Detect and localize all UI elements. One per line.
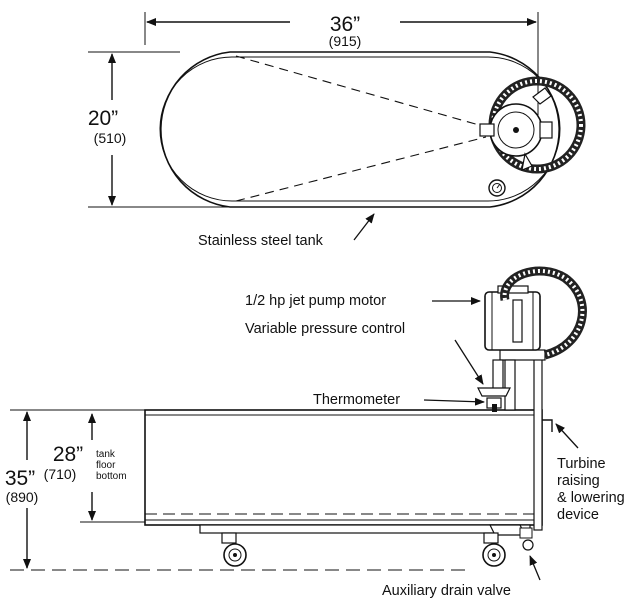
drain-valve-icon: [522, 539, 534, 551]
height-dim-text: 20”: [88, 107, 118, 130]
width-dim-text: 36”: [330, 13, 360, 36]
floor-height-dim-text: 28”: [53, 443, 83, 466]
thermometer-label: Thermometer: [313, 392, 400, 408]
floor-note-line-3: bottom: [96, 471, 127, 482]
side-view: 35” (890) 28” (710) tank floor bottom: [5, 266, 625, 599]
tank-body-side: [144, 409, 543, 539]
turbine-motor-top-icon: [479, 87, 553, 171]
floor-note-line-2: floor: [96, 460, 116, 471]
floor-height-dimension: 28” (710) tank floor bottom: [44, 413, 127, 521]
turbine-label-line-3: & lowering: [557, 490, 625, 506]
height-mm-text: (510): [94, 130, 127, 146]
height-dimension: 20” (510): [88, 53, 127, 206]
overall-height-dimension: 35” (890): [5, 411, 39, 569]
caster-right-icon: [482, 532, 506, 567]
turbine-column-icon: [499, 349, 553, 531]
hose-side-icon: [500, 266, 587, 360]
tank-label: Stainless steel tank: [198, 233, 324, 249]
thermometer-gauge-icon: [488, 179, 506, 197]
pump-motor-icon: [484, 285, 541, 351]
overall-height-mm-text: (890): [6, 489, 39, 505]
turbine-label-line-4: device: [557, 507, 599, 523]
drain-label: Auxiliary drain valve: [382, 583, 511, 599]
pressure-label: Variable pressure control: [245, 321, 405, 337]
floor-note-line-1: tank: [96, 449, 116, 460]
width-dimension: 36” (915): [146, 13, 537, 49]
overall-height-dim-text: 35”: [5, 467, 35, 490]
width-mm-text: (915): [329, 33, 362, 49]
motor-label: 1/2 hp jet pump motor: [245, 293, 386, 309]
pressure-control-icon: [477, 359, 511, 397]
floor-height-mm-text: (710): [44, 466, 77, 482]
thermometer-side-icon: [486, 397, 502, 412]
turbine-label-line-1: Turbine: [557, 456, 606, 472]
tank-inner-rim: [159, 56, 561, 202]
turbine-label-line-2: raising: [557, 473, 600, 489]
top-view: 36” (915) 20” (510): [88, 12, 586, 249]
caster-left-icon: [221, 532, 247, 567]
